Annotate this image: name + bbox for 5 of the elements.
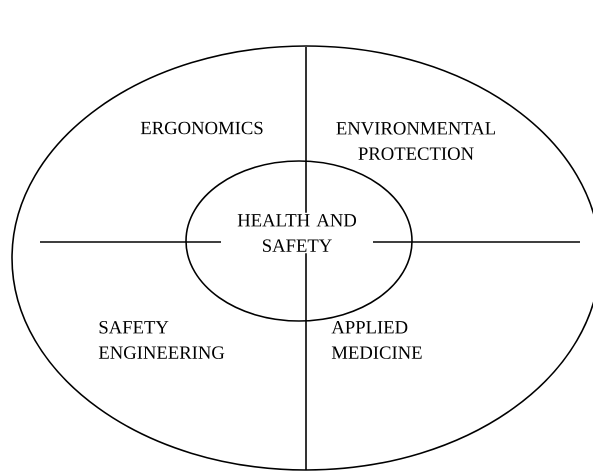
center-label: HEALTH AND SAFETY — [221, 212, 373, 254]
center-ellipse — [185, 160, 413, 322]
quadrant-label: SAFETY ENGINEERING — [98, 321, 224, 359]
quadrant-label: ENVIRONMENTAL PROTECTION — [336, 122, 495, 160]
quadrant-label: ERGONOMICS — [140, 122, 263, 134]
